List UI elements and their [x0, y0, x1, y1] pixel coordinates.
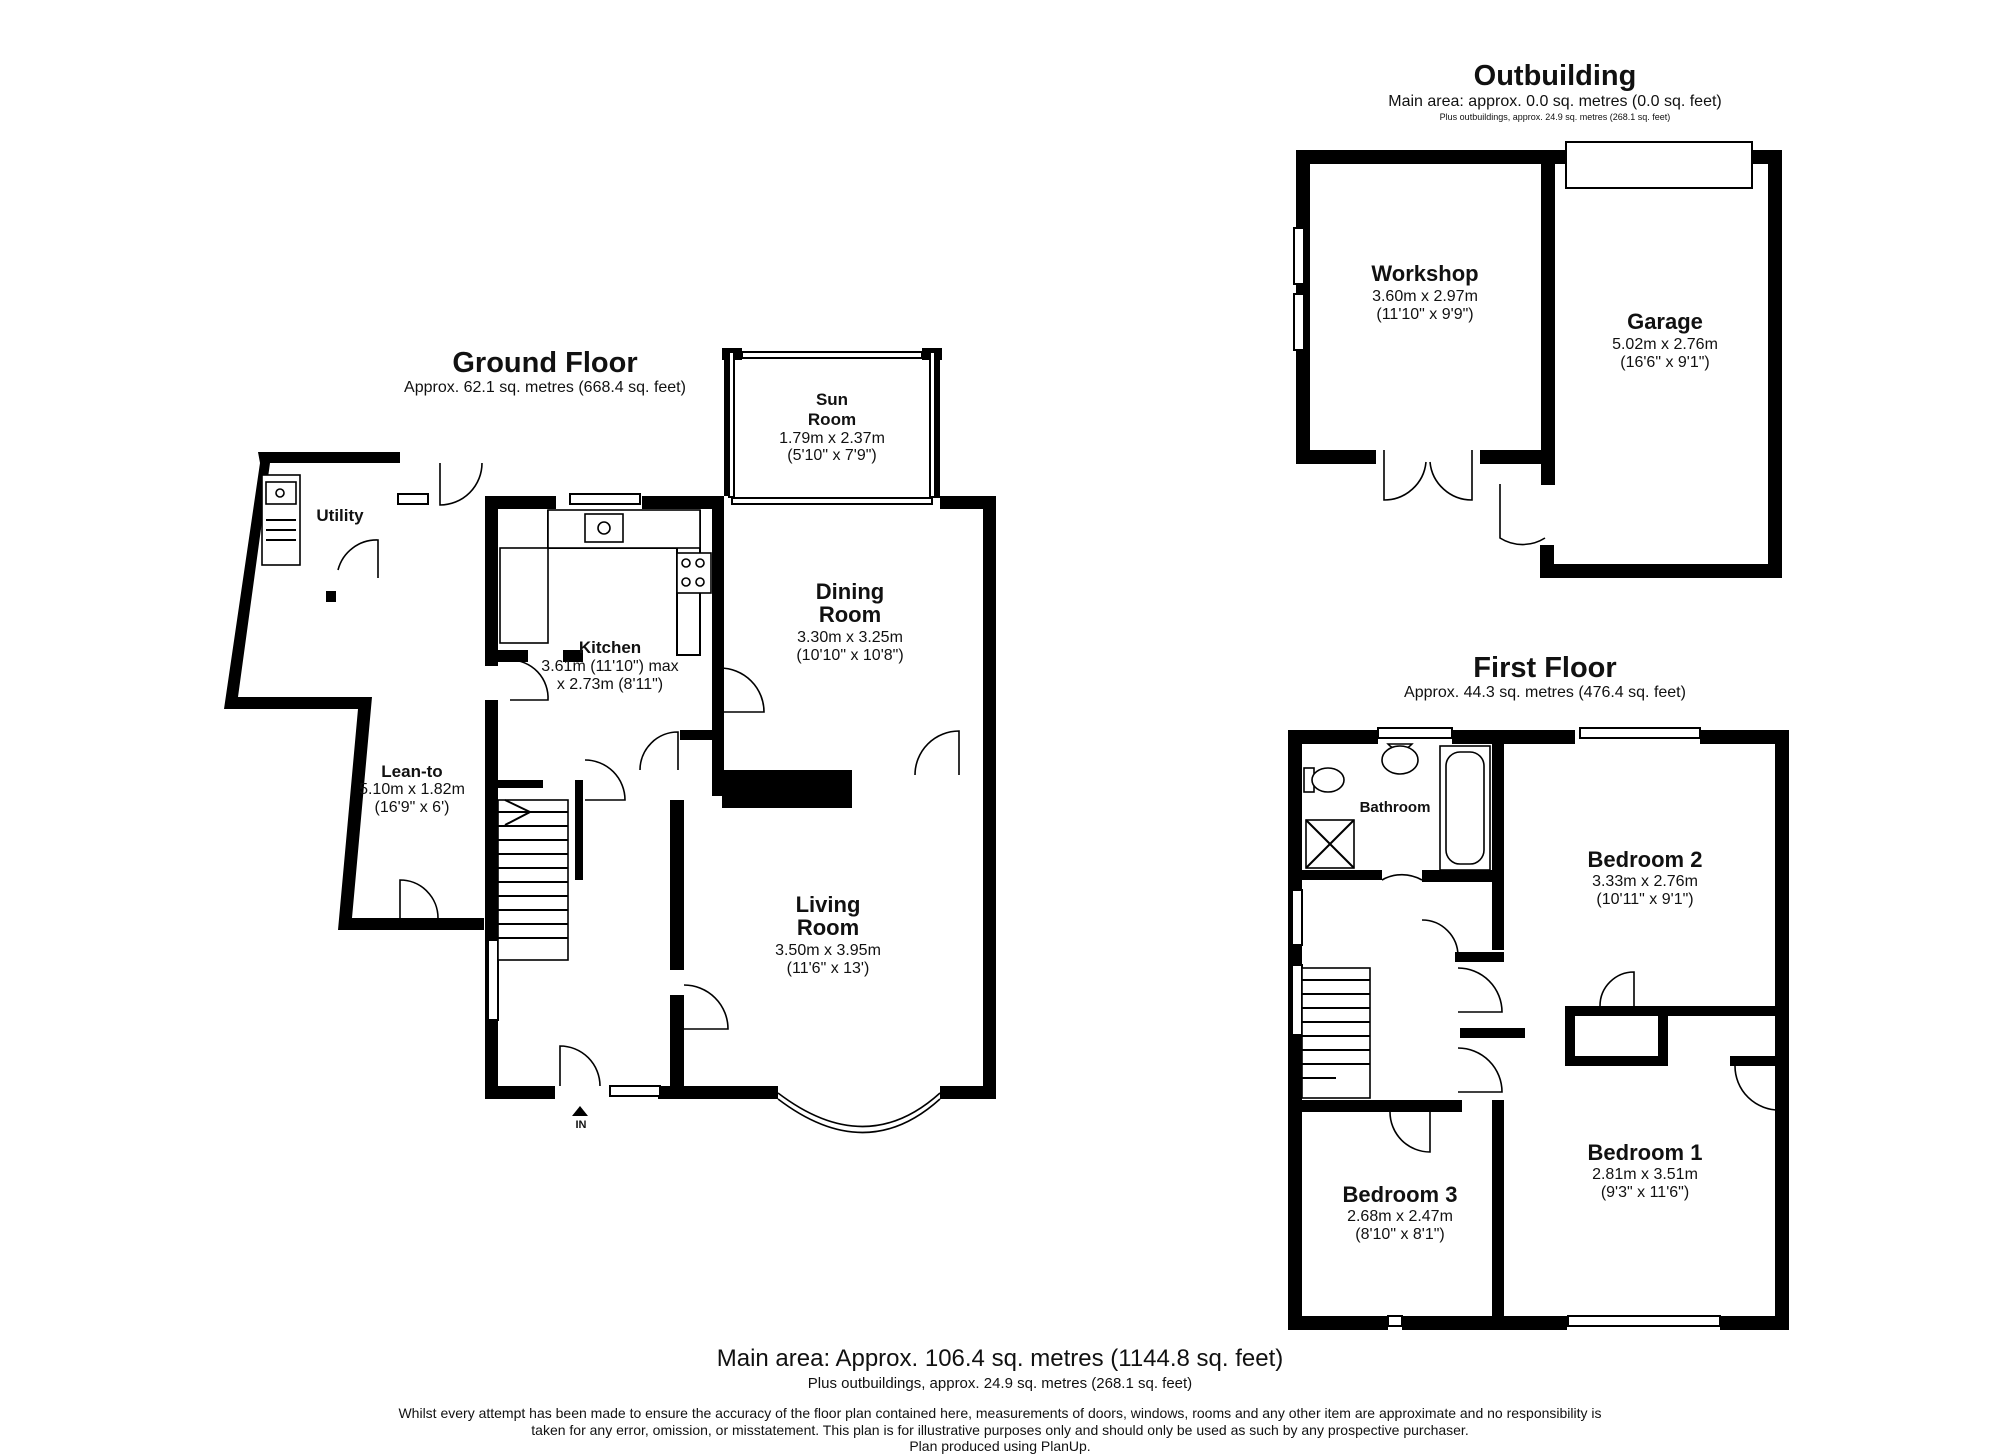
- dining-room-dim-ft: (10'10" x 10'8"): [796, 647, 904, 664]
- living-room-dim-ft: (11'6" x 13'): [786, 960, 870, 977]
- first-floor-area: Approx. 44.3 sq. metres (476.4 sq. feet): [1404, 684, 1686, 701]
- bedroom-2-dim-m: 3.33m x 2.76m: [1592, 873, 1698, 890]
- utility-name: Utility: [316, 506, 364, 525]
- garage-name: Garage: [1627, 309, 1703, 334]
- disclaimer-line-3: Plan produced using PlanUp.: [909, 1438, 1091, 1454]
- total-plus-outbuildings: Plus outbuildings, approx. 24.9 sq. metr…: [807, 1375, 1193, 1392]
- ground-floor-title: Ground Floor: [452, 347, 638, 379]
- disclaimer-line-1: Whilst every attempt has been made to en…: [398, 1405, 1602, 1421]
- garage-dim-m: 5.02m x 2.76m: [1612, 336, 1718, 353]
- bedroom-1-dim-ft: (9'3" x 11'6"): [1600, 1184, 1690, 1201]
- ground-floor-doors: [337, 462, 960, 1116]
- bedroom-1-name: Bedroom 1: [1587, 1140, 1703, 1165]
- ground-floor-walls: [224, 348, 996, 1099]
- workshop-dim-m: 3.60m x 2.97m: [1372, 288, 1478, 305]
- ground-floor-area: Approx. 62.1 sq. metres (668.4 sq. feet): [404, 379, 686, 396]
- total-main-area: Main area: Approx. 106.4 sq. metres (114…: [716, 1345, 1284, 1372]
- sun-room-name-1: Sun: [815, 390, 849, 409]
- outbuilding-title: Outbuilding: [1473, 60, 1637, 92]
- bedroom-2-dim-ft: (10'11" x 9'1"): [1596, 891, 1694, 908]
- entrance-label: IN: [575, 1119, 587, 1131]
- bedroom-1-dim-m: 2.81m x 3.51m: [1592, 1166, 1698, 1183]
- kitchen-dim-ft: x 2.73m (8'11"): [556, 676, 664, 693]
- outbuilding-area: Main area: approx. 0.0 sq. metres (0.0 s…: [1388, 93, 1722, 110]
- bedroom-2-name: Bedroom 2: [1587, 847, 1703, 872]
- living-room-dim-m: 3.50m x 3.95m: [775, 942, 881, 959]
- first-floor-title: First Floor: [1473, 652, 1617, 684]
- outbuilding-windows-doors: [1293, 141, 1753, 546]
- living-room-name-2: Room: [796, 915, 860, 940]
- sun-room-dim-m: 1.79m x 2.37m: [779, 430, 885, 447]
- ground-floor-windows: [397, 351, 936, 1097]
- garage-dim-ft: (16'6" x 9'1"): [1620, 354, 1710, 371]
- bedroom-3-dim-m: 2.68m x 2.47m: [1347, 1208, 1453, 1225]
- first-floor-walls: [1288, 730, 1789, 1330]
- sun-room-name-2: Room: [807, 410, 857, 429]
- bedroom-3-name: Bedroom 3: [1342, 1182, 1458, 1207]
- dining-room-name-1: Dining: [815, 579, 885, 604]
- lean-to-dim-ft: (16'9" x 6'): [374, 799, 450, 816]
- first-floor-windows: [1291, 727, 1721, 1327]
- lean-to-dim-m: 5.10m x 1.82m: [359, 781, 465, 798]
- kitchen-name: Kitchen: [578, 638, 642, 657]
- bathroom-name: Bathroom: [1359, 799, 1431, 816]
- outbuilding-area-small: Plus outbuildings, approx. 24.9 sq. metr…: [1439, 112, 1671, 122]
- dining-room-dim-m: 3.30m x 3.25m: [797, 629, 903, 646]
- kitchen-dim-m: 3.61m (11'10") max: [541, 658, 679, 675]
- bedroom-3-dim-ft: (8'10" x 8'1"): [1355, 1226, 1445, 1243]
- lean-to-name: Lean-to: [381, 762, 443, 781]
- dining-room-name-2: Room: [818, 602, 882, 627]
- workshop-name: Workshop: [1371, 261, 1479, 286]
- ground-floor-fixtures: [261, 474, 941, 1134]
- first-floor-fixtures: [1301, 743, 1491, 1099]
- workshop-dim-ft: (11'10" x 9'9"): [1376, 306, 1474, 323]
- sun-room-dim-ft: (5'10" x 7'9"): [787, 447, 877, 464]
- disclaimer-line-2: taken for any error, omission, or missta…: [531, 1422, 1469, 1438]
- living-room-name-1: Living: [795, 892, 861, 917]
- first-floor-doors: [1381, 873, 1781, 1153]
